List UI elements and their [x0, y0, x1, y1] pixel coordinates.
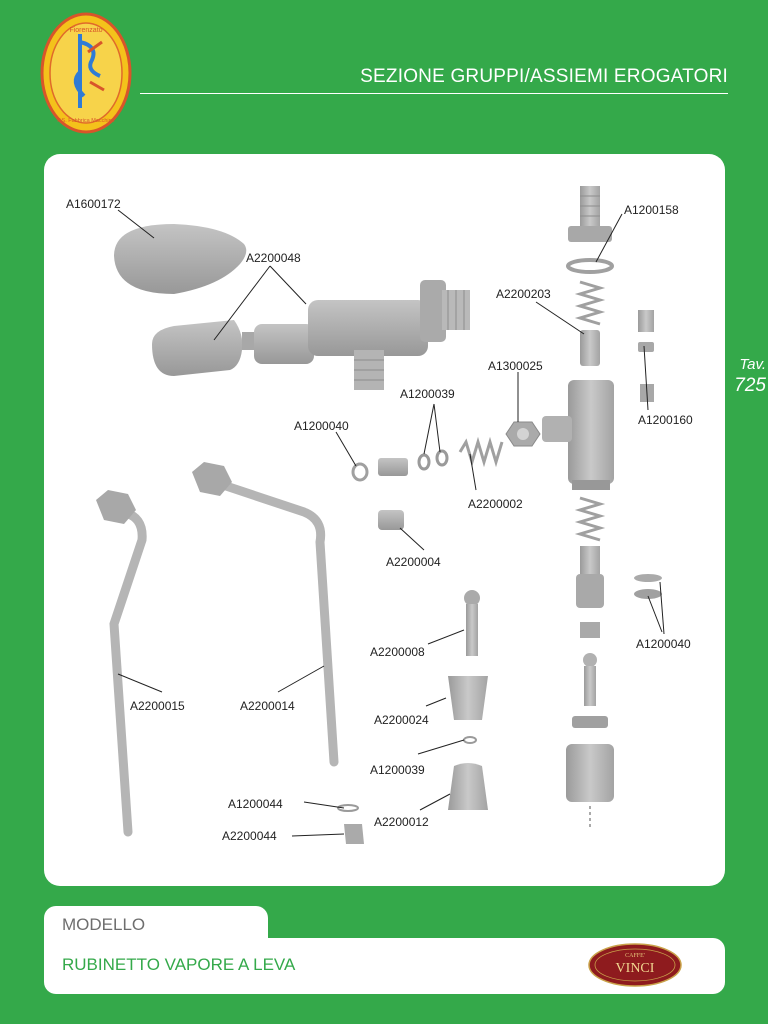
part-label: A1200039 [370, 763, 425, 777]
part-label: A1200044 [228, 797, 283, 811]
part-label: A2200044 [222, 829, 277, 843]
part-label: A2200008 [370, 645, 425, 659]
leader-lines [117, 209, 665, 837]
knob-part [114, 224, 247, 294]
part-label: A2200015 [130, 699, 185, 713]
logo-text-bottom: F.S. Fabbrica Macchine [57, 118, 114, 124]
washer-part [417, 453, 431, 471]
vinci-brand-logo: CAFFE' VINCI [588, 943, 682, 987]
insert-part [378, 458, 408, 476]
steam-pipe-part [109, 507, 147, 837]
part-label: A1200158 [624, 203, 679, 217]
steam-pipe-part [215, 479, 339, 767]
pipe-nut-part [96, 490, 136, 524]
washer-part [634, 574, 662, 582]
bottom-nut-part [566, 744, 614, 830]
gasket-part [351, 462, 369, 482]
valve-stem-part [580, 330, 600, 366]
part-label: A1200039 [400, 387, 455, 401]
part-label: A1200040 [636, 637, 691, 651]
part-label: A1600172 [66, 197, 121, 211]
small-cap-part [344, 824, 364, 844]
lower-spring-part [574, 496, 606, 542]
tav-number: 725 [734, 375, 766, 396]
model-name: RUBINETTO VAPORE A LEVA [62, 955, 296, 974]
washer-part [634, 589, 662, 599]
spring-part [574, 280, 606, 326]
cross-body-part [542, 380, 614, 490]
small-ring-part [337, 804, 359, 812]
exploded-diagram-panel: A1600172 A2200048 A1200158 A2200203 A130… [44, 154, 725, 886]
lower-stem-part [572, 546, 608, 728]
part-label: A1300025 [488, 359, 543, 373]
horizontal-spring-part [458, 436, 504, 468]
part-label: A2200014 [240, 699, 295, 713]
part-label: A2200048 [246, 251, 301, 265]
small-valve-part [638, 310, 654, 402]
o-ring-part [566, 258, 614, 274]
washer-part [435, 449, 449, 467]
pipe-nut-part [192, 462, 232, 496]
title-divider [140, 93, 728, 94]
nozzle-cap-part [448, 676, 488, 720]
table-reference: Tav. 725 [734, 354, 766, 396]
section-title: SEZIONE GRUPPI/ASSIEMI EROGATORI [360, 66, 728, 87]
logo-text-top: Fiorenzato [69, 27, 102, 34]
modello-label: MODELLO [62, 915, 146, 934]
brand-name-text: VINCI [616, 961, 655, 976]
part-label: A1200040 [294, 419, 349, 433]
part-label: A2200002 [468, 497, 523, 511]
part-label: A1200160 [638, 413, 693, 427]
hex-nut-part [505, 421, 541, 447]
tav-label: Tav. [739, 356, 766, 373]
part-label: A2200024 [374, 713, 429, 727]
part-label: A2200012 [374, 815, 429, 829]
nozzle-body-part [448, 763, 488, 810]
part-label: A2200004 [386, 555, 441, 569]
brand-small-text: CAFFE' [625, 953, 645, 959]
part-label: A2200203 [496, 287, 551, 301]
fiorenzato-logo: Fiorenzato F.S. Fabbrica Macchine [40, 12, 132, 134]
top-fitting-part [568, 186, 612, 242]
exploded-diagram: A1600172 A2200048 A1200158 A2200203 A130… [66, 186, 693, 844]
lever-body-part [152, 280, 470, 390]
nozzle-insert-part [378, 510, 404, 530]
tip-part [464, 590, 480, 656]
small-o-ring-part [463, 736, 477, 744]
